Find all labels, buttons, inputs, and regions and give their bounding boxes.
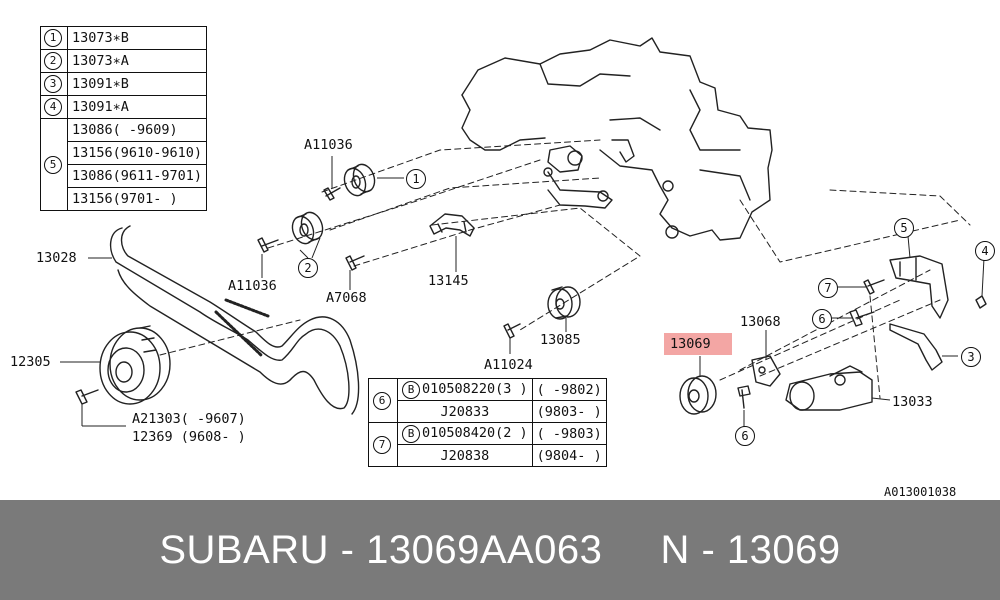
- table-row: 5 13086( -9609): [40, 118, 208, 211]
- bolt-a11036-top: [323, 187, 341, 201]
- alt-part: J20838: [397, 444, 533, 467]
- footer-bar: SUBARU - 13069AA063 N - 13069: [0, 500, 1000, 600]
- tensioner-13033: [785, 365, 873, 411]
- bolt-a7068: [345, 255, 365, 271]
- engine-block-outline: [461, 37, 773, 241]
- label-a21303: A21303( -9607): [132, 411, 246, 427]
- bolt-6-lower: [737, 385, 751, 409]
- callout-6-upper: 6: [812, 309, 832, 329]
- part-number: 13091∗B: [66, 72, 208, 96]
- date-range: (9804- ): [531, 444, 607, 467]
- bracket-3: [889, 323, 943, 371]
- alt-part: J20833: [397, 400, 533, 423]
- part-number: 13086(9611-9701): [66, 164, 208, 188]
- table-row: J20833 (9803- ): [369, 400, 607, 423]
- idler-13069: [679, 375, 717, 415]
- part-number: 13156(9610-9610): [66, 141, 208, 165]
- footer-title: SUBARU - 13069AA063 N - 13069: [159, 527, 841, 572]
- label-13085: 13085: [540, 332, 581, 348]
- label-a11036-mid: A11036: [228, 278, 277, 294]
- exploded-parts-diagram: [60, 37, 987, 428]
- label-a11036-top: A11036: [304, 137, 353, 153]
- circled-number: 1: [44, 29, 62, 47]
- part-number: 13156(9701- ): [66, 187, 208, 211]
- highlight-13069: [664, 333, 732, 355]
- bolt-code-badge: B: [402, 380, 420, 399]
- callout-4: 4: [975, 241, 995, 261]
- bolt-code-badge: B: [402, 424, 420, 443]
- idler-13085: [547, 286, 581, 320]
- idler-pulley-1: [343, 163, 376, 197]
- label-13028: 13028: [36, 250, 77, 266]
- belt-guide-13145: [429, 213, 475, 237]
- label-13145: 13145: [428, 273, 469, 289]
- idler-bracket: [543, 139, 635, 209]
- bolt-6-upper: [849, 309, 875, 327]
- circled-number: 4: [44, 98, 62, 116]
- bolt-a21303: [75, 389, 99, 405]
- circled-number: 6: [373, 391, 391, 410]
- date-range: (9803- ): [531, 400, 607, 423]
- callout-2: 2: [298, 258, 318, 278]
- part-number: 13091∗A: [66, 95, 208, 119]
- idler-pulley-2: [291, 211, 324, 245]
- table-row: J20838 (9804- ): [369, 444, 607, 467]
- label-a11024: A11024: [484, 357, 533, 373]
- clip-4: [975, 295, 987, 309]
- reference-parts-table: 1 13073∗B 2 13073∗A 3 13091∗B 4 13091∗A …: [40, 26, 208, 211]
- circled-number: 2: [44, 52, 62, 70]
- date-range: ( -9802): [531, 378, 607, 401]
- table-row: 1 13073∗B: [40, 26, 208, 50]
- callout-1: 1: [406, 169, 426, 189]
- label-13068: 13068: [740, 314, 781, 330]
- bolt-a11036-mid: [257, 237, 279, 253]
- bolt-part: 010508220(3 ): [422, 380, 528, 397]
- label-13069: 13069: [670, 336, 711, 352]
- table-row: 2 13073∗A: [40, 49, 208, 73]
- bracket-13068: [751, 355, 781, 387]
- bolt-a11024: [503, 323, 521, 339]
- label-12369: 12369 (9608- ): [132, 429, 246, 445]
- crank-pulley-12305: [99, 325, 171, 405]
- part-number: 13073∗A: [66, 49, 208, 73]
- callout-6-lower: 6: [735, 426, 755, 446]
- timing-belt-13028: [109, 225, 360, 415]
- diagram-code: A013001038: [884, 485, 957, 499]
- label-a7068: A7068: [326, 290, 367, 306]
- part-number: 13086( -9609): [66, 118, 208, 142]
- table-row: 4 13091∗A: [40, 95, 208, 119]
- callout-3: 3: [961, 347, 981, 367]
- table-row: 13156(9701- ): [41, 187, 208, 211]
- label-12305: 12305: [10, 354, 51, 370]
- callout-7: 7: [818, 278, 838, 298]
- circled-number: 5: [44, 155, 62, 174]
- bolt-7: [863, 279, 885, 295]
- bolt-part: 010508420(2 ): [422, 424, 528, 441]
- date-range: ( -9803): [531, 422, 607, 445]
- table-row: 3 13091∗B: [40, 72, 208, 96]
- circled-number: 7: [373, 435, 391, 454]
- callout-5: 5: [894, 218, 914, 238]
- label-13033: 13033: [892, 394, 933, 410]
- part-number: 13073∗B: [66, 26, 208, 50]
- circled-number: 3: [44, 75, 62, 93]
- bracket-5: [889, 255, 949, 319]
